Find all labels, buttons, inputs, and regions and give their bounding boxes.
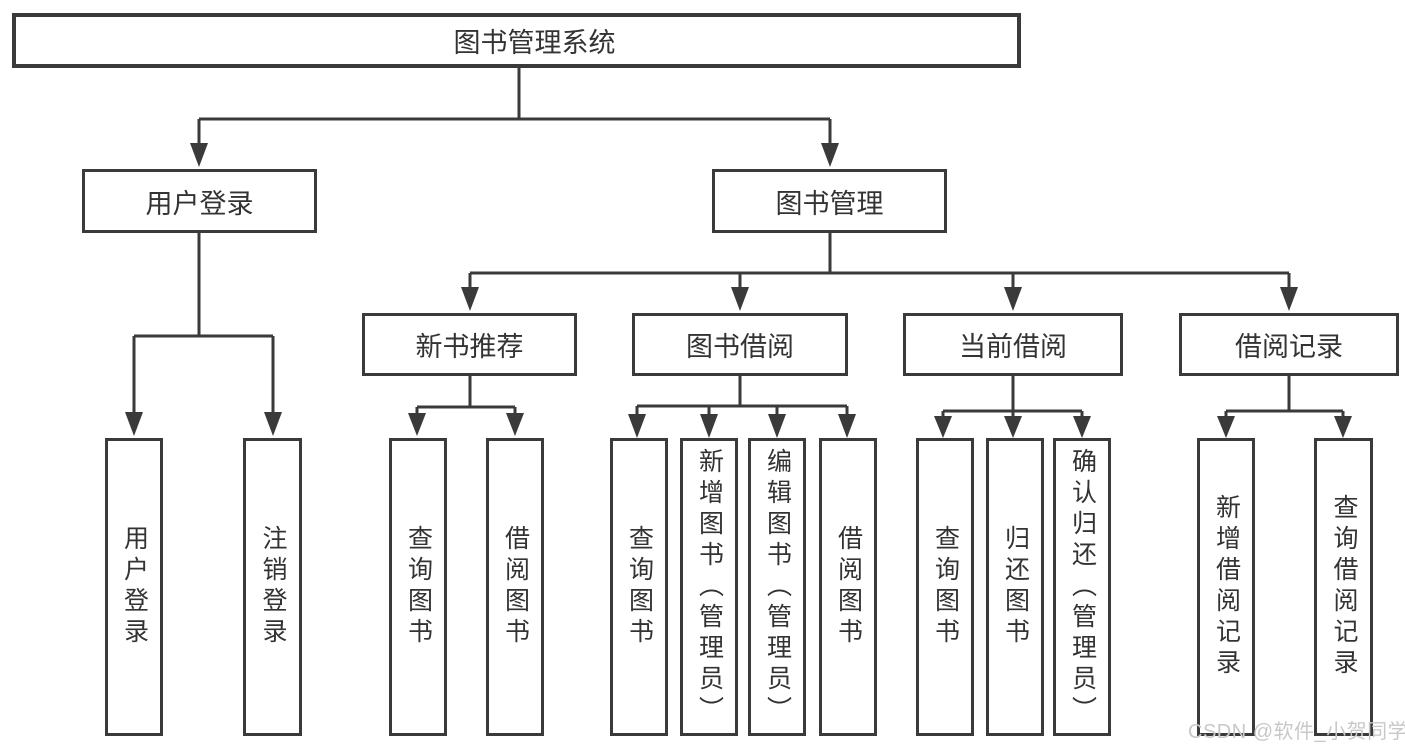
node-current-borrow: 当前借阅: [903, 313, 1123, 376]
leaf-logout-login: 注销登录: [243, 438, 302, 736]
connector-book-borrow-children: [628, 376, 856, 438]
leaf-records-query-record-label: 查询借阅记录: [1330, 494, 1358, 680]
node-borrow-records: 借阅记录: [1179, 313, 1399, 376]
node-root: 图书管理系统: [12, 13, 1021, 68]
leaf-borrow-add-book-admin-label: 新增图书（管理员）: [695, 447, 724, 727]
connector-root-to-level2: [190, 68, 839, 167]
leaf-borrow-edit-book-admin: 编辑图书（管理员）: [748, 438, 806, 736]
node-root-label: 图书管理系统: [453, 28, 616, 58]
node-book-borrow: 图书借阅: [632, 313, 848, 376]
leaf-current-confirm-return-admin-label: 确认归还（管理员）: [1068, 447, 1097, 727]
leaf-logout-login-label: 注销登录: [259, 525, 287, 649]
leaf-current-return-book-label: 归还图书: [1001, 525, 1030, 649]
node-book-borrow-label: 图书借阅: [686, 332, 794, 362]
leaf-borrow-query-book-label: 查询图书: [625, 525, 654, 649]
leaf-records-add-record: 新增借阅记录: [1197, 438, 1255, 736]
leaf-borrow-edit-book-admin-label: 编辑图书（管理员）: [763, 447, 792, 727]
leaf-newrec-query-book-label: 查询图书: [404, 525, 433, 649]
leaf-user-login: 用户登录: [105, 438, 163, 736]
node-book-management: 图书管理: [712, 169, 947, 233]
connector-book-management-children: [461, 233, 1298, 311]
leaf-borrow-borrow-book: 借阅图书: [819, 438, 877, 736]
leaf-newrec-query-book: 查询图书: [389, 438, 447, 736]
leaf-newrec-borrow-book-label: 借阅图书: [501, 525, 530, 649]
connector-current-borrow-children: [934, 376, 1091, 438]
leaf-records-add-record-label: 新增借阅记录: [1212, 494, 1241, 680]
leaf-current-query-book-label: 查询图书: [931, 525, 960, 649]
node-new-book-recommend-label: 新书推荐: [415, 332, 524, 362]
watermark: CSDN @软件_小贺同学: [1188, 721, 1405, 743]
leaf-user-login-label: 用户登录: [120, 525, 149, 649]
leaf-borrow-add-book-admin: 新增图书（管理员）: [680, 438, 738, 736]
connector-new-book-recommend-children: [408, 376, 524, 436]
connector-borrow-records-children: [1217, 376, 1352, 438]
leaf-current-query-book: 查询图书: [916, 438, 974, 736]
leaf-current-return-book: 归还图书: [986, 438, 1044, 736]
node-user-login-label: 用户登录: [145, 188, 254, 219]
leaf-borrow-borrow-book-label: 借阅图书: [834, 525, 863, 649]
leaf-records-query-record: 查询借阅记录: [1314, 438, 1373, 736]
node-user-login: 用户登录: [82, 169, 317, 233]
leaf-borrow-query-book: 查询图书: [610, 438, 668, 736]
node-borrow-records-label: 借阅记录: [1235, 332, 1343, 362]
connector-user-login-children: [125, 233, 282, 436]
node-current-borrow-label: 当前借阅: [959, 332, 1067, 362]
node-book-management-label: 图书管理: [775, 188, 884, 219]
node-new-book-recommend: 新书推荐: [362, 313, 577, 376]
leaf-current-confirm-return-admin: 确认归还（管理员）: [1053, 438, 1111, 736]
leaf-newrec-borrow-book: 借阅图书: [486, 438, 544, 736]
